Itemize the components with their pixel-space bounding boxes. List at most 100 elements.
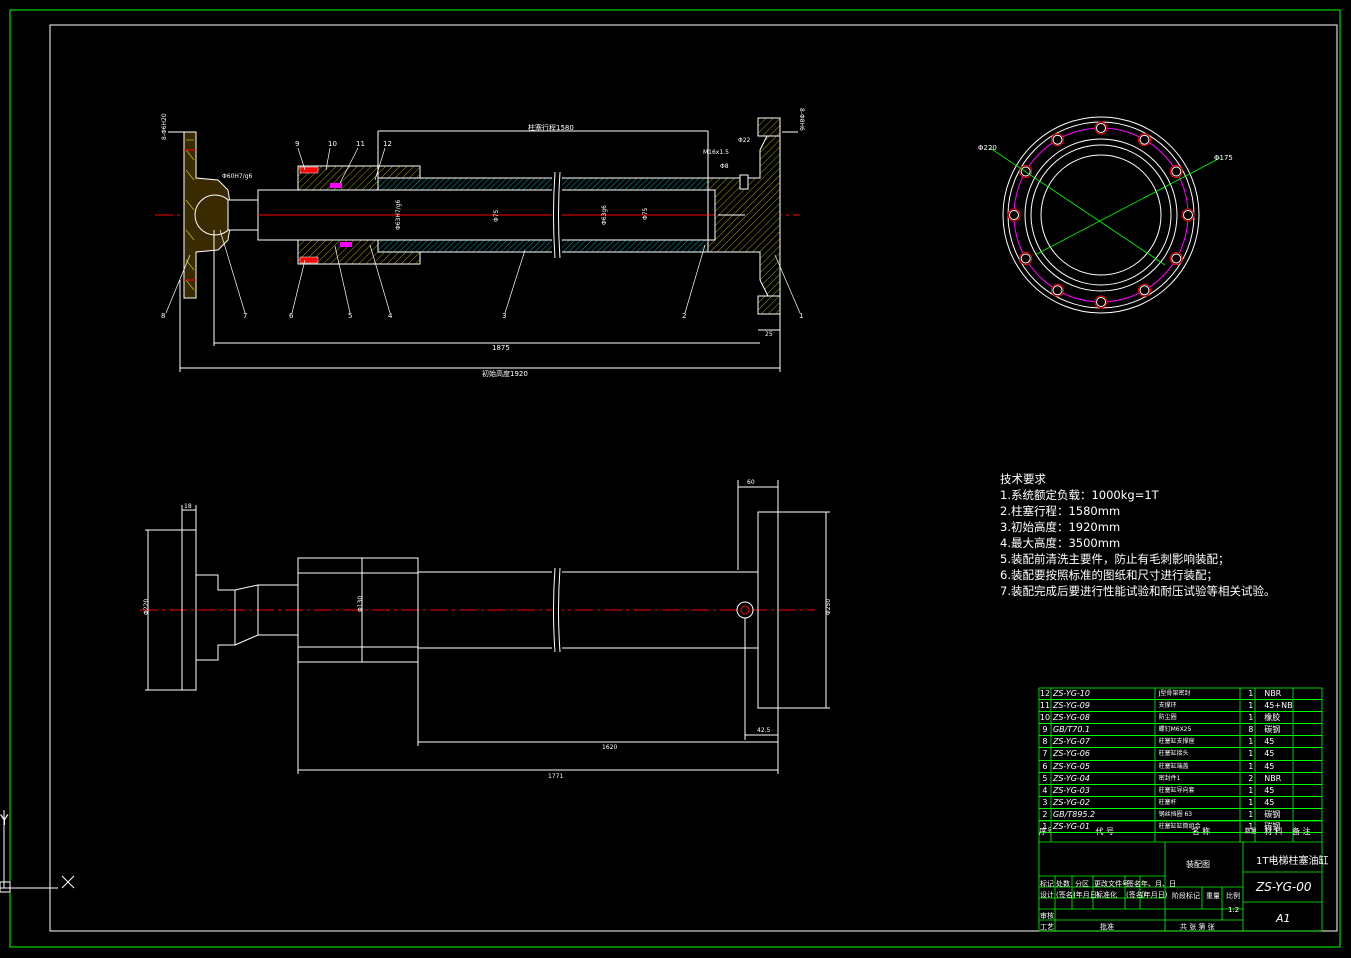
bom-cell-name: J型骨架密封 xyxy=(1158,690,1191,697)
dim-1875: 1875 xyxy=(492,344,510,352)
bom-cell-no: 12 xyxy=(1039,689,1051,698)
bolt-hole-inner xyxy=(1096,123,1106,133)
barrel-top xyxy=(377,177,709,191)
bom-cell-name: 支撑环 xyxy=(1158,702,1177,710)
tb-approve: 批准 xyxy=(1100,923,1114,931)
bom-cell-name: 螺钉M6X25 xyxy=(1158,726,1192,734)
bom-cell-note xyxy=(1292,736,1322,747)
bolt-hole-inner xyxy=(1183,210,1193,220)
bom-cell-material: 碳钢 xyxy=(1264,809,1281,819)
bom-cell-name: 钢丝挡圈 63 xyxy=(1158,810,1193,818)
bom-cell-note xyxy=(1292,797,1322,808)
bom-cell-no: 3 xyxy=(1042,797,1048,807)
balloon-11: 11 xyxy=(356,140,365,148)
bom-cell-no: 9 xyxy=(1042,725,1048,735)
bom-cell-code: GB/T70.1 xyxy=(1052,725,1091,735)
tech-req-item: 7.装配完成后要进行性能试验和耐压试验等相关试验。 xyxy=(1000,584,1276,598)
dim-inner: Φ63g6 xyxy=(601,205,608,225)
balloon-5: 5 xyxy=(348,312,352,320)
bom-cell-note xyxy=(1292,748,1322,759)
bom-cell-qty: 1 xyxy=(1248,749,1254,759)
tb-sheets: 共 张 第 张 xyxy=(1180,923,1215,931)
bom-cell-name: 柱塞缸缸筒组合 xyxy=(1158,823,1201,831)
tb-count: 处数 xyxy=(1056,880,1070,888)
balloon-12: 12 xyxy=(383,140,392,148)
tech-req-heading: 技术要求 xyxy=(1000,472,1046,486)
side-base-right xyxy=(757,511,779,709)
dim-220: Φ220 xyxy=(143,599,150,615)
dim-1771: 1771 xyxy=(548,773,563,780)
tb-zone: 分区 xyxy=(1075,880,1089,888)
assembly-label: 装配图 xyxy=(1186,860,1210,869)
bolt-hole-inner xyxy=(1139,134,1150,145)
bom-cell-qty: 1 xyxy=(1248,785,1254,795)
balloon-10: 10 xyxy=(328,140,337,148)
bom-cell-no: 8 xyxy=(1042,737,1048,747)
drawing-size: A1 xyxy=(1276,912,1291,925)
bolt-hole-inner xyxy=(1020,166,1031,177)
bom-cell-name: 柱塞缸端盖 xyxy=(1158,762,1189,770)
bom-cell-note xyxy=(1292,700,1322,711)
dim-d8: Φ8 xyxy=(720,163,729,170)
dim-port: M16x1.5 xyxy=(703,149,729,156)
balloon-6: 6 xyxy=(289,312,294,320)
dim-rod: Φ75 xyxy=(493,209,500,222)
dim-42: 42.5 xyxy=(757,727,771,734)
bolt-hole-inner xyxy=(1052,134,1063,145)
bom-cell-qty: 2 xyxy=(1248,773,1254,783)
drawing-code: ZS-YG-00 xyxy=(1256,880,1312,894)
bolt-hole-inner xyxy=(1171,166,1182,177)
bolt-hole-inner xyxy=(1139,285,1150,296)
bom-cell-note xyxy=(1292,688,1322,699)
bom-cell-no: 11 xyxy=(1039,701,1051,711)
bom-header: 序号 代 号 名 称 数量 材 料 备 注 xyxy=(1039,826,1322,837)
bom-cell-qty: 1 xyxy=(1248,809,1254,819)
balloon-4: 4 xyxy=(388,312,393,320)
ucs-icon: Y xyxy=(0,810,75,893)
bom-cell-note xyxy=(1292,809,1322,820)
tb-process: 工艺 xyxy=(1040,923,1054,931)
bom-cell-no: 4 xyxy=(1042,785,1048,795)
dim-1620: 1620 xyxy=(602,744,617,751)
bom-cell-qty: 1 xyxy=(1248,822,1254,832)
balloon-7: 7 xyxy=(243,312,247,320)
bom-cell-name: 柱塞缸支撑座 xyxy=(1158,738,1195,746)
dim-1920: 初始高度1920 xyxy=(482,369,528,378)
bom-header-no: 序号 xyxy=(1039,827,1051,836)
dim-d22: Φ22 xyxy=(738,137,751,144)
bom-cell-qty: 1 xyxy=(1248,701,1254,711)
tb-date: 年、月、日 xyxy=(1141,880,1176,888)
bom-cell-note xyxy=(1292,724,1322,735)
bom-cell-qty: 1 xyxy=(1248,713,1254,723)
bom-header-name: 名 称 xyxy=(1191,827,1211,836)
bom-cell-no: 2 xyxy=(1042,809,1048,819)
bom-cell-code: ZS-YG-07 xyxy=(1052,737,1090,747)
tech-req-item: 1.系统额定负载：1000kg=1T xyxy=(1000,488,1159,502)
dim-circle-175: Φ175 xyxy=(1214,154,1233,162)
balloon-3: 3 xyxy=(502,312,506,320)
bom-table: 12ZS-YG-10J型骨架密封1NBR11ZS-YG-09支撑环145+NBR… xyxy=(1039,688,1322,834)
drawing-scale: 1:2 xyxy=(1228,906,1240,914)
bom-cell-no: 5 xyxy=(1042,773,1048,783)
bom-cell-code: ZS-YG-03 xyxy=(1052,785,1090,795)
tb-mark: 标记 xyxy=(1040,880,1054,888)
tb-review: 审核 xyxy=(1040,912,1054,920)
tb-change: 更改文件号 xyxy=(1094,880,1129,888)
tech-req-item: 2.柱塞行程：1580mm xyxy=(1000,504,1121,518)
bom-cell-name: 密封件1 xyxy=(1158,774,1181,782)
dim-inner2: Φ75 xyxy=(642,207,649,220)
bom-cell-no: 6 xyxy=(1042,761,1048,771)
balloon-2: 2 xyxy=(682,312,686,320)
dim-bore: Φ60H7/g6 xyxy=(222,173,253,180)
bom-header-code: 代 号 xyxy=(1095,827,1115,836)
bom-cell-note xyxy=(1292,773,1322,784)
bolt-hole-inner xyxy=(1096,297,1106,307)
bom-cell-name: 防尘圈 xyxy=(1158,714,1177,722)
